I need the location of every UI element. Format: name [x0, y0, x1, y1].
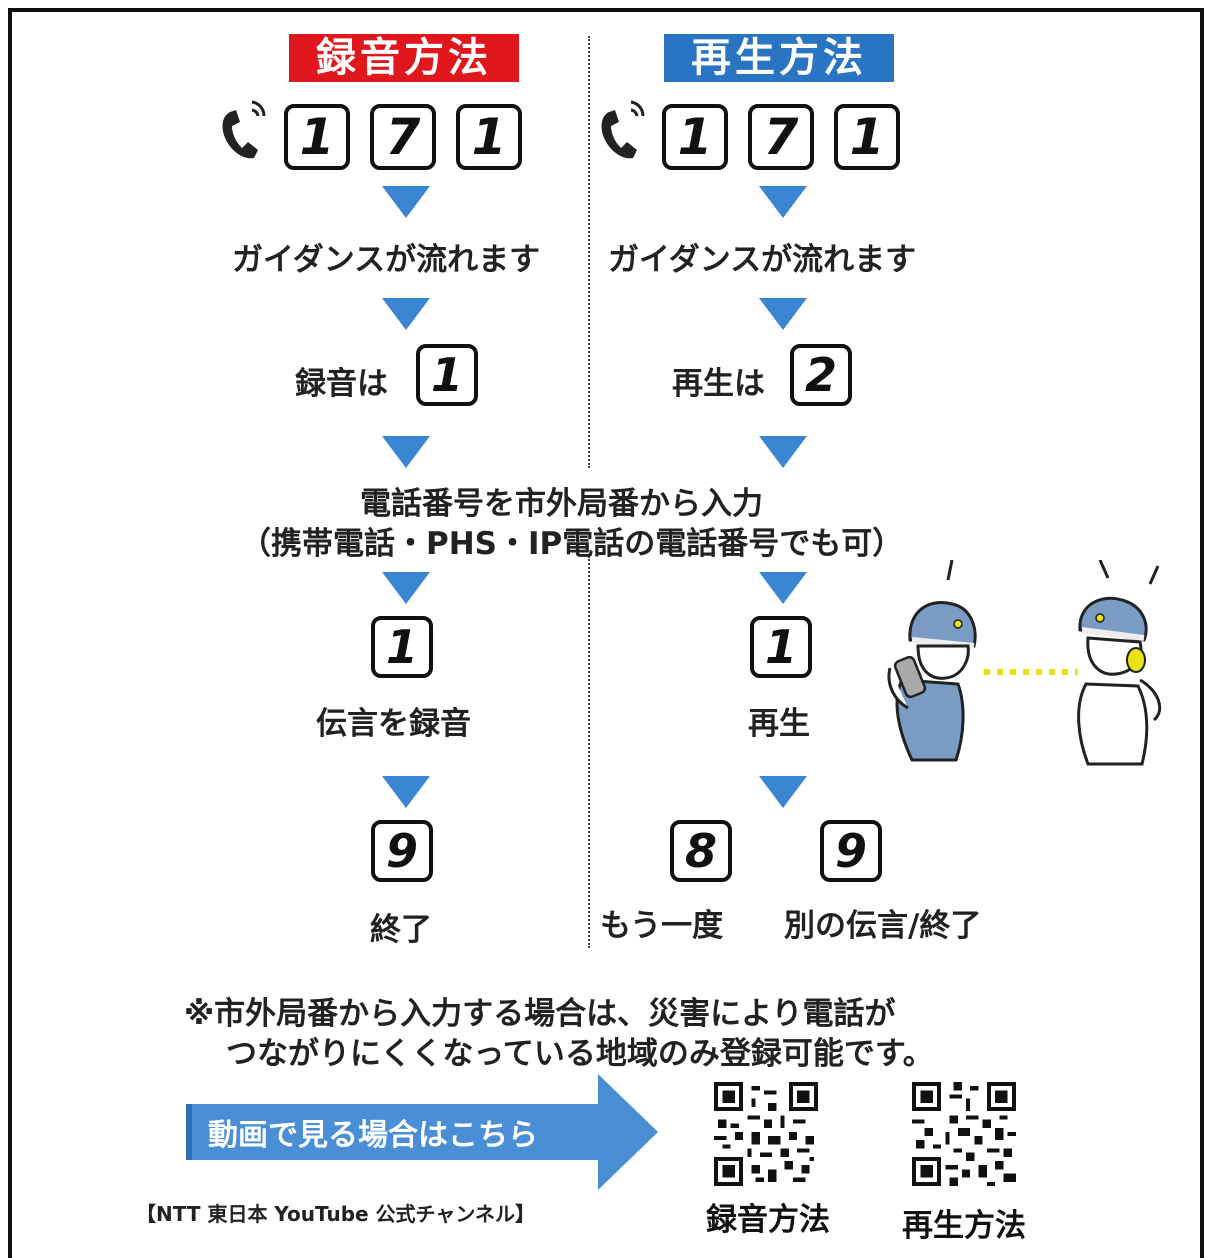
step-arrow [759, 298, 807, 330]
phone-icon [601, 100, 645, 159]
playback-select-label: 再生は [672, 366, 765, 402]
playback-guidance: ガイダンスが流れます [608, 242, 917, 278]
video-arrow[interactable] [186, 1104, 602, 1160]
qr-recording-label: 録音方法 [706, 1202, 830, 1238]
phone-number-instruction: 電話番号を市外局番から入力 [360, 486, 763, 522]
recording-select-label: 録音は [295, 366, 388, 402]
step-arrow [382, 186, 430, 218]
page-frame [8, 8, 1204, 1258]
dial-key-7: 7 [748, 104, 814, 170]
recording-select-key: 1 [416, 344, 478, 406]
video-arrow-head [598, 1074, 658, 1190]
step-arrow [759, 186, 807, 218]
playback-next-key: 9 [820, 820, 882, 882]
video-arrow-label: 動画で見る場合はこちら [208, 1118, 538, 1153]
recording-guidance: ガイダンスが流れます [232, 242, 541, 278]
playback-step-key: 1 [750, 616, 812, 678]
playback-repeat-key: 8 [670, 820, 732, 882]
column-divider-bottom [588, 556, 590, 948]
column-divider-top [588, 36, 590, 468]
footnote-line-1: ※市外局番から入力する場合は、災害により電話が [184, 996, 896, 1032]
channel-label: 【NTT 東日本 YouTube 公式チャンネル】 [136, 1202, 535, 1226]
step-arrow [382, 298, 430, 330]
step-arrow [759, 436, 807, 468]
recording-step-label: 伝言を録音 [316, 706, 471, 742]
phone-number-note: （携帯電話・PHS・IP電話の電話番号でも可） [240, 526, 904, 562]
step-arrow [382, 776, 430, 808]
dial-key-1: 1 [456, 104, 522, 170]
dial-key-1: 1 [834, 104, 900, 170]
recording-end-key: 9 [371, 820, 433, 882]
step-arrow [382, 436, 430, 468]
qr-code-playback[interactable] [912, 1082, 1016, 1186]
playback-title: 再生方法 [664, 34, 894, 82]
people-calling-illustration [887, 560, 1162, 766]
recording-title: 録音方法 [289, 34, 519, 82]
recording-step-key: 1 [371, 616, 433, 678]
footnote-line-2: つながりにくくなっている地域のみ登録可能です。 [226, 1036, 934, 1072]
qr-playback-label: 再生方法 [902, 1208, 1026, 1244]
playback-next-label: 別の伝言/終了 [784, 908, 982, 944]
dial-key-1: 1 [284, 104, 350, 170]
qr-code-recording[interactable] [714, 1082, 818, 1186]
phone-icon [222, 100, 266, 159]
dial-key-7: 7 [370, 104, 436, 170]
step-arrow [759, 776, 807, 808]
playback-repeat-label: もう一度 [600, 908, 724, 944]
recording-end-label: 終了 [370, 912, 432, 948]
playback-select-key: 2 [790, 344, 852, 406]
step-arrow [759, 572, 807, 604]
step-arrow [382, 572, 430, 604]
dial-key-1: 1 [662, 104, 728, 170]
playback-step-label: 再生 [748, 706, 810, 742]
